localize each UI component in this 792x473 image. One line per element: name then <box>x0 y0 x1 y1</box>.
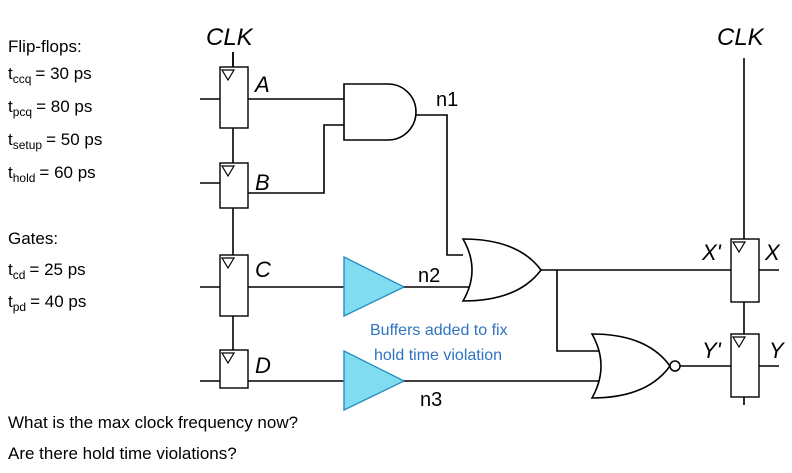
buffer-n2 <box>343 255 406 318</box>
wire-or-to-nor <box>556 270 600 352</box>
flipflop-b <box>200 162 249 209</box>
clk-label-right: CLK <box>717 24 765 51</box>
ff-label-b: B <box>255 170 270 195</box>
nor-bubble <box>669 360 681 372</box>
net-label-n2: n2 <box>418 265 440 287</box>
flipflop-x <box>730 238 779 303</box>
annotation-line-2: hold time violation <box>374 347 502 364</box>
gate-spec-title: Gates: <box>8 229 58 248</box>
nor-gate <box>590 333 671 399</box>
and-gate <box>343 83 417 141</box>
clk-label-left: CLK <box>206 24 254 51</box>
annotation-line-1: Buffers added to fix <box>370 322 508 339</box>
ff-label-a: A <box>253 72 270 97</box>
ff-label-x: X <box>764 240 781 265</box>
ff-label-y: Y <box>769 338 785 363</box>
or-gate <box>461 238 542 302</box>
net-label-n3: n3 <box>420 389 442 411</box>
flipflop-y <box>730 333 779 398</box>
ff-label-yprime: Y' <box>702 338 722 363</box>
ff-spec-tsetup: tsetup= 50 ps <box>8 130 102 152</box>
ff-label-c: C <box>255 257 271 282</box>
wire-b-to-and <box>248 124 344 194</box>
question-1: What is the max clock frequency now? <box>8 413 298 432</box>
ff-label-xprime: X' <box>701 240 722 265</box>
ff-spec-tpcq: tpcq= 80 ps <box>8 97 92 119</box>
gate-spec-tcd: tcd= 25 ps <box>8 260 86 282</box>
flipflop-c <box>200 254 249 317</box>
gate-spec-tpd: tpd= 40 ps <box>8 292 86 314</box>
flipflop-a <box>200 52 249 129</box>
ff-spec-tccq: tccq= 30 ps <box>8 64 92 86</box>
net-label-n1: n1 <box>436 89 458 111</box>
ff-spec-title: Flip-flops: <box>8 37 82 56</box>
wire-n1 <box>416 114 463 256</box>
question-2: Are there hold time violations? <box>8 444 237 463</box>
buffer-n3 <box>343 349 406 412</box>
ff-label-d: D <box>255 353 271 378</box>
flipflop-d <box>200 349 249 389</box>
ff-spec-thold: thold= 60 ps <box>8 163 96 185</box>
